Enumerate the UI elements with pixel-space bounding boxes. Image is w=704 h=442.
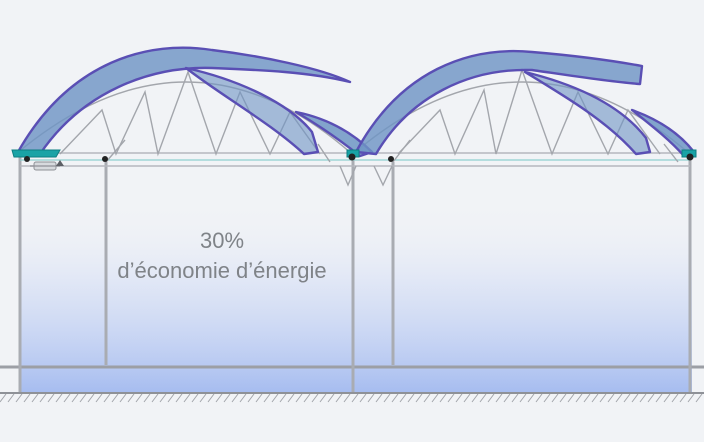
- energy-screen-right: [354, 50, 696, 158]
- roof-truss-left: [15, 69, 357, 187]
- roof-truss-right: [352, 67, 691, 187]
- interior-glow-right: [353, 200, 692, 392]
- interior-glow-left: [20, 200, 353, 392]
- energy-screen-left: [16, 46, 374, 158]
- gutters: [11, 149, 697, 162]
- energy-saving-caption: 30% d’économie d’énergie: [100, 226, 344, 286]
- columns: [18, 156, 692, 392]
- energy-saving-text: d’économie d’énergie: [117, 258, 327, 283]
- energy-saving-percent: 30%: [199, 228, 245, 253]
- screen-motor-icon: [30, 160, 64, 171]
